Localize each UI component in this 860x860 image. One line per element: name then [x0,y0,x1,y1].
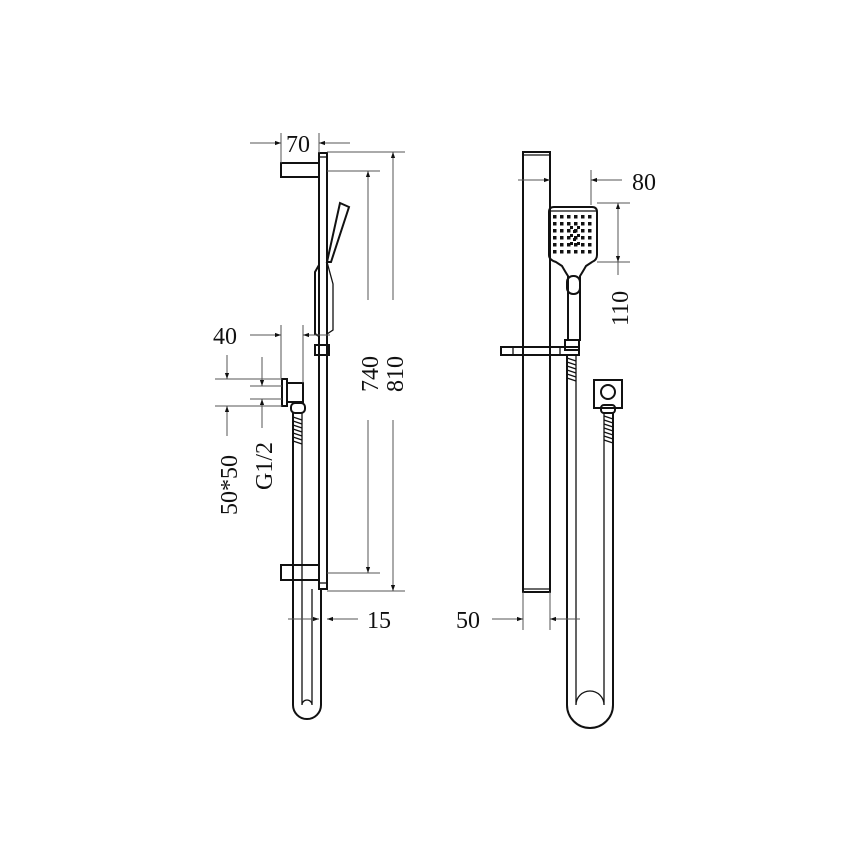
dimension-label-40: 40 [213,324,237,350]
hose-front [566,355,614,729]
handset-front [548,206,598,351]
spray-nozzles [553,215,592,254]
dimension-label-70: 70 [286,132,310,158]
dimension-15: 15 [288,608,391,634]
wall-outlet-front [593,379,623,414]
dimension-50: 50 [456,592,580,634]
slide-rail [318,152,328,590]
dimension-label-15: 15 [367,608,391,634]
dimension-label-g12: G1/2 [252,442,278,490]
dimension-810: 810 [327,151,409,592]
wall-elbow-side [281,378,306,414]
dimension-label-80: 80 [632,170,656,196]
bottom-wall-bracket [280,564,320,581]
dimension-740: 740 [327,170,384,574]
slide-rail-front [522,151,551,593]
dimension-g12: G1/2 [250,357,282,490]
dimension-label-50: 50 [456,608,480,634]
dimension-110: 110 [597,202,634,326]
hose-side [292,413,322,720]
dimension-label-50x50: 50*50 [217,455,243,515]
dimension-label-110: 110 [608,291,634,326]
dimension-40: 40 [213,324,330,383]
side-view: 70 740 810 40 [213,132,409,720]
dimension-70: 70 [250,132,350,163]
dimension-label-810: 810 [383,356,409,392]
slider-bracket [500,346,580,356]
dimension-label-740: 740 [358,356,384,392]
handset-side [314,201,351,356]
dimension-50x50: 50*50 [215,355,282,515]
front-view: 80 110 50 [456,151,656,729]
top-wall-bracket [280,162,320,178]
dimension-80: 80 [518,170,656,205]
